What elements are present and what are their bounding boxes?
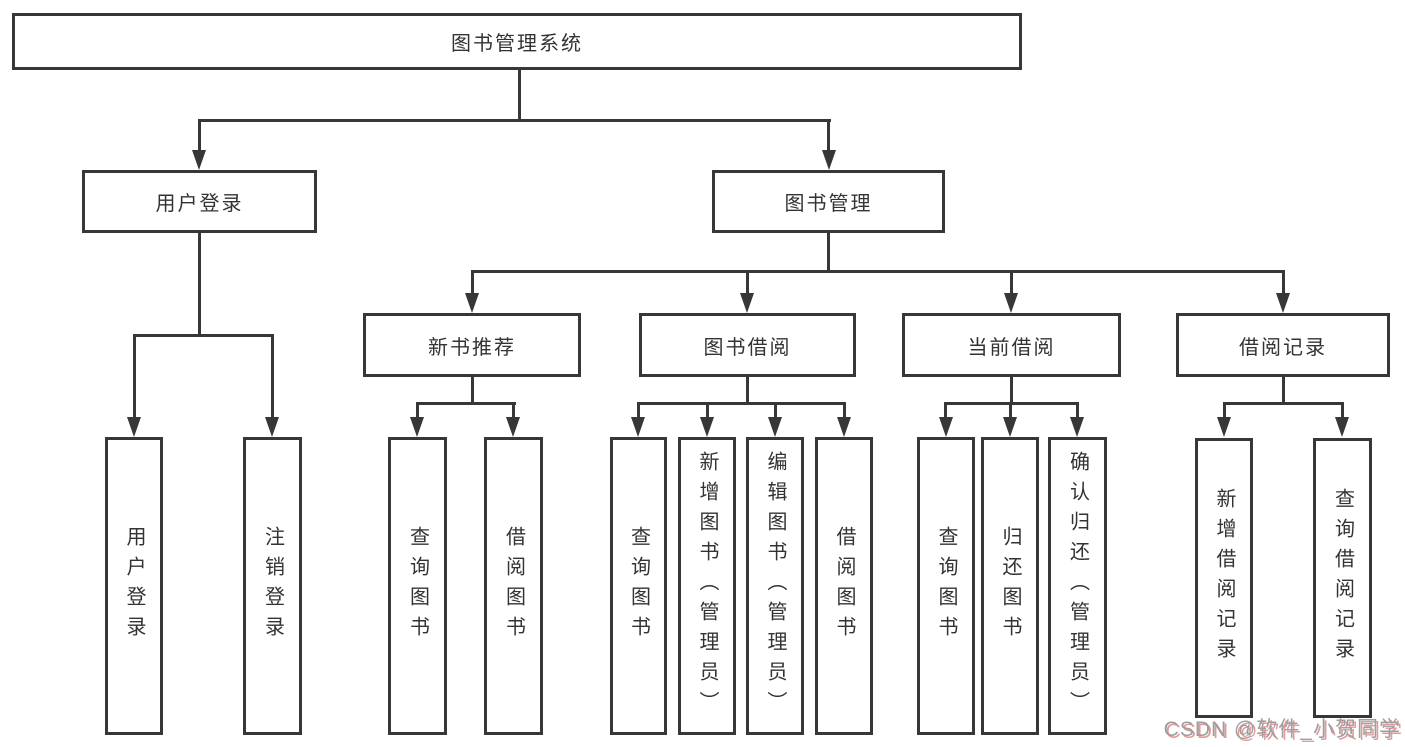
node-label: 新增借阅记录 (1213, 488, 1235, 668)
node-leaf-edit-books-admin: 编辑图书（管理员） (746, 437, 804, 735)
node-book-management: 图书管理 (712, 170, 945, 233)
edge-root-trunk (518, 69, 521, 120)
node-leaf-return-books: 归还图书 (981, 437, 1039, 735)
node-leaf-query-borrow-record: 查询借阅记录 (1313, 438, 1372, 718)
edge-stem (133, 334, 136, 419)
node-user-login: 用户登录 (82, 170, 317, 233)
node-label: 查询图书 (627, 526, 650, 646)
edge-stem (1341, 402, 1344, 419)
edge-stem (827, 119, 830, 152)
arrowhead-down (1217, 417, 1231, 437)
edge-stem (1010, 270, 1013, 295)
node-label: 用户登录 (155, 193, 244, 215)
edge-user-login-branch (133, 334, 274, 337)
edge-borrowing-trunk (746, 376, 749, 404)
node-label: 当前借阅 (967, 336, 1056, 359)
node-leaf-borrow-books-recommend: 借阅图书 (484, 437, 543, 735)
edge-root-branch (198, 119, 831, 122)
node-label: 编辑图书（管理员） (764, 451, 786, 721)
arrowhead-down (1004, 293, 1018, 313)
arrowhead-down (465, 293, 479, 313)
node-leaf-add-borrow-record: 新增借阅记录 (1195, 438, 1253, 718)
node-book-borrowing: 图书借阅 (639, 313, 856, 377)
node-current-borrowing: 当前借阅 (902, 313, 1121, 377)
node-leaf-borrow-books: 借阅图书 (815, 437, 873, 735)
edge-stem (471, 270, 474, 295)
node-borrow-records: 借阅记录 (1176, 313, 1390, 377)
edge-book-mgmt-trunk (827, 232, 830, 272)
arrowhead-down (837, 417, 851, 437)
edge-stem (512, 402, 515, 419)
node-label: 归还图书 (999, 526, 1021, 646)
node-label: 查询借阅记录 (1331, 488, 1354, 668)
node-label: 借阅记录 (1239, 336, 1327, 359)
edge-records-branch (1223, 402, 1344, 405)
arrowhead-down (265, 417, 279, 437)
edge-stem (198, 119, 201, 152)
csdn-watermark: CSDN @软件_小贺同学 (1163, 718, 1401, 741)
edge-borrowing-branch (637, 402, 846, 405)
node-label: 查询图书 (935, 526, 957, 646)
node-label: 图书管理系统 (451, 33, 583, 55)
edge-stem (1076, 402, 1079, 419)
arrowhead-down (939, 417, 953, 437)
edge-user-login-trunk (198, 232, 201, 336)
edge-stem (706, 402, 709, 419)
node-label: 确认归还（管理员） (1066, 451, 1089, 721)
arrowhead-down (1003, 417, 1017, 437)
arrowhead-down (1335, 417, 1349, 437)
node-label: 新书推荐 (428, 336, 516, 359)
edge-stem (416, 402, 419, 419)
arrowhead-down (822, 150, 836, 170)
node-label: 图书借阅 (703, 336, 792, 359)
edge-stem (843, 402, 846, 419)
edge-book-mgmt-branch (471, 270, 1284, 273)
node-leaf-query-books-recommend: 查询图书 (388, 437, 447, 735)
edge-stem (774, 402, 777, 419)
node-new-book-recommend: 新书推荐 (363, 313, 581, 377)
arrowhead-down (127, 417, 141, 437)
node-label: 用户登录 (123, 526, 145, 646)
arrowhead-down (740, 293, 754, 313)
edge-stem (271, 334, 274, 419)
edge-stem (944, 402, 947, 419)
node-label: 图书管理 (784, 193, 873, 215)
node-label: 查询图书 (406, 526, 429, 646)
node-leaf-confirm-return-admin: 确认归还（管理员） (1048, 437, 1107, 735)
edge-stem (1009, 402, 1012, 419)
edge-recommend-branch (416, 402, 516, 405)
arrowhead-down (410, 417, 424, 437)
arrowhead-down (768, 417, 782, 437)
node-label: 借阅图书 (833, 526, 855, 646)
node-leaf-query-books-borrowing: 查询图书 (610, 437, 667, 735)
edge-stem (746, 270, 749, 295)
node-leaf-user-login: 用户登录 (105, 437, 163, 735)
arrowhead-down (1276, 293, 1290, 313)
edge-stem (637, 402, 640, 419)
node-label: 新增图书（管理员） (696, 451, 718, 721)
edge-stem (1282, 270, 1285, 295)
node-leaf-query-books-current: 查询图书 (917, 437, 975, 735)
node-label: 借阅图书 (502, 526, 525, 646)
edge-current-trunk (1010, 376, 1013, 404)
node-library-management-system: 图书管理系统 (12, 13, 1022, 70)
node-leaf-logout: 注销登录 (243, 437, 302, 735)
arrowhead-down (1070, 417, 1084, 437)
arrowhead-down (700, 417, 714, 437)
node-leaf-add-books-admin: 新增图书（管理员） (678, 437, 736, 735)
edge-records-trunk (1282, 376, 1285, 404)
arrowhead-down (631, 417, 645, 437)
edge-stem (1223, 402, 1226, 419)
arrowhead-down (506, 417, 520, 437)
edge-recommend-trunk (471, 376, 474, 404)
arrowhead-down (192, 150, 206, 170)
node-label: 注销登录 (261, 526, 284, 646)
